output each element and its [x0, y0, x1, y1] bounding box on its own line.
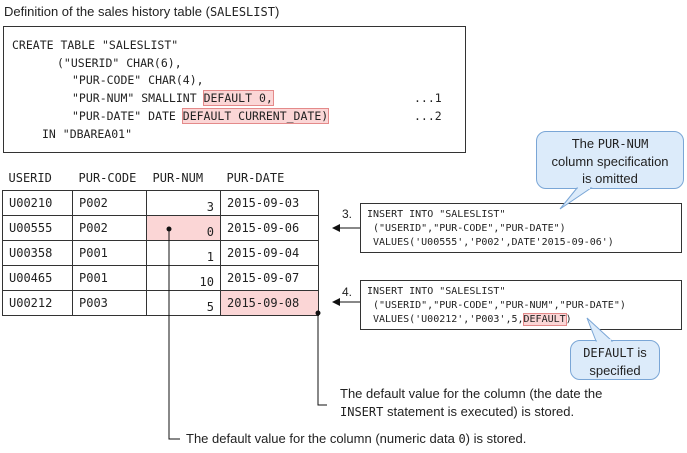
- leader-pur-num: [168, 229, 180, 440]
- create-line-4: "PUR-NUM" SMALLINT DEFAULT 0,: [72, 90, 274, 106]
- callout-pur-num-omitted: The PUR-NUM column specification is omit…: [536, 131, 684, 189]
- insert-4-line-3: VALUES('U00212','P003',5,DEFAULT): [373, 313, 572, 326]
- header-pur-num: PUR-NUM: [152, 171, 204, 185]
- callout-default-line-1: DEFAULT is: [571, 344, 659, 362]
- note-date-line-2: INSERT statement is executed) is stored.: [340, 404, 574, 419]
- create-line-6: IN "DBAREA01": [42, 127, 133, 141]
- callout-default-code: DEFAULT: [583, 346, 634, 360]
- create-line-4-text: "PUR-NUM" SMALLINT: [72, 91, 204, 105]
- cell-pur-code: P003: [72, 290, 147, 316]
- cell-pur-code: P001: [72, 240, 147, 266]
- cell-pur-code: P001: [72, 265, 147, 291]
- insert-4-line-2: ("USERID","PUR-CODE","PUR-NUM","PUR-DATE…: [373, 300, 626, 311]
- create-line-5-text: "PUR-DATE" DATE: [72, 109, 183, 123]
- insert-3-line-3: VALUES('U00555','P002',DATE'2015-09-06'): [373, 237, 614, 248]
- cell-userid: U00555: [2, 215, 73, 241]
- title-text: Definition of the sales history table (: [4, 4, 210, 19]
- table-header-row: USERID PUR-CODE PUR-NUM PUR-DATE: [3, 166, 319, 191]
- note-date-post: statement is executed) is stored.: [383, 404, 575, 419]
- insert-4-close: ): [565, 314, 572, 325]
- callout-omitted-line-1: The PUR-NUM: [537, 135, 683, 153]
- cell-userid: U00465: [2, 265, 73, 291]
- cell-pur-num: 10: [146, 265, 221, 291]
- step-4-number: 4.: [342, 285, 353, 299]
- callout-omitted-code: PUR-NUM: [597, 137, 649, 151]
- cell-pur-date: 2015-09-03: [220, 190, 319, 216]
- diagram-title: Definition of the sales history table (S…: [4, 4, 279, 19]
- header-pur-code: PUR-CODE: [78, 171, 137, 185]
- create-table-box: CREATE TABLE "SALESLIST" ("USERID" CHAR(…: [3, 26, 466, 153]
- cell-pur-date: 2015-09-06: [220, 215, 319, 241]
- table-row: U00212 P003 5 2015-09-08: [2, 290, 319, 316]
- callout-default-tail: [586, 317, 614, 342]
- title-code: SALESLIST: [209, 5, 275, 19]
- callout-omitted-line-2: column specification: [551, 154, 669, 169]
- cell-pur-num: 5: [146, 290, 221, 316]
- callout-omitted-pre: The: [571, 136, 598, 151]
- insert-4-values: VALUES('U00212','P003',5,: [373, 314, 524, 325]
- insert-3-line-1: INSERT INTO "SALESLIST": [367, 209, 506, 220]
- sales-table: USERID PUR-CODE PUR-NUM PUR-DATE U00210 …: [2, 166, 319, 316]
- cell-pur-date: 2015-09-07: [220, 265, 319, 291]
- create-line-2: ("USERID" CHAR(6),: [57, 56, 182, 70]
- cell-pur-code: P002: [72, 190, 147, 216]
- callout-default-post: is: [633, 345, 647, 360]
- title-close: ): [274, 4, 280, 19]
- cell-pur-num: 3: [146, 190, 221, 216]
- insert-3-line-2: ("USERID","PUR-CODE","PUR-DATE"): [373, 223, 566, 234]
- note-numeric: The default value for the column (numeri…: [186, 431, 526, 446]
- callout-default-specified: DEFAULT is specified: [570, 340, 660, 380]
- insert-4-box: INSERT INTO "SALESLIST" ("USERID","PUR-C…: [360, 280, 682, 330]
- note-date-code: INSERT: [340, 405, 384, 419]
- note-date-line-1: The default value for the column (the da…: [340, 386, 603, 401]
- callout-omitted-line-3: is omitted: [582, 171, 638, 186]
- table-row: U00358 P001 1 2015-09-04: [2, 240, 319, 266]
- cell-pur-date: 2015-09-04: [220, 240, 319, 266]
- cell-userid: U00358: [2, 240, 73, 266]
- create-line-3: "PUR-CODE" CHAR(4),: [72, 73, 204, 87]
- default-current-date-highlight: DEFAULT CURRENT_DATE): [181, 108, 330, 124]
- create-line-1: CREATE TABLE "SALESLIST": [12, 38, 179, 52]
- leader-pur-date: [317, 313, 327, 406]
- insert-3-box: INSERT INTO "SALESLIST" ("USERID","PUR-C…: [360, 203, 682, 253]
- header-userid: USERID: [8, 171, 52, 185]
- default-keyword-highlight: DEFAULT: [522, 313, 567, 326]
- table-row: U00555 P002 0 2015-09-06: [2, 215, 319, 241]
- note-numeric-code: 0: [458, 432, 466, 446]
- cell-userid: U00212: [2, 290, 73, 316]
- default-zero-highlight: DEFAULT 0,: [202, 90, 274, 106]
- cell-pur-num-default: 0: [146, 215, 221, 241]
- note-numeric-pre: The default value for the column (numeri…: [186, 431, 459, 446]
- ref-marker-1: ...1: [414, 91, 442, 105]
- create-line-5: "PUR-DATE" DATE DEFAULT CURRENT_DATE): [72, 108, 330, 124]
- table-row: U00465 P001 10 2015-09-07: [2, 265, 319, 291]
- callout-default-line-2: specified: [589, 363, 641, 378]
- step-3-number: 3.: [342, 207, 353, 221]
- note-numeric-post: ) is stored.: [465, 431, 527, 446]
- callout-omitted-tail: [559, 187, 593, 210]
- cell-pur-date-default: 2015-09-08: [220, 290, 319, 316]
- ref-marker-2: ...2: [414, 109, 442, 123]
- insert-4-line-1: INSERT INTO "SALESLIST": [367, 286, 506, 297]
- header-pur-date: PUR-DATE: [226, 171, 285, 185]
- cell-pur-code: P002: [72, 215, 147, 241]
